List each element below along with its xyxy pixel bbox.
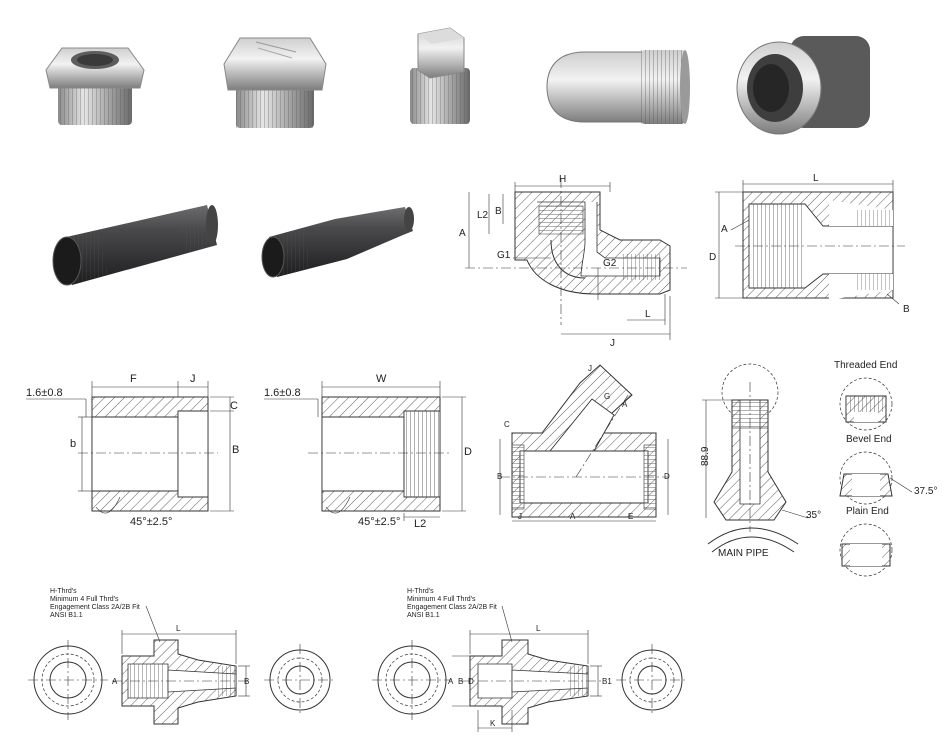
dim-angle: 45°±2.5° (358, 516, 400, 528)
pipe-nipple-photo (42, 193, 222, 293)
dim-J-bottom: J (518, 512, 522, 521)
dim-F: F (130, 373, 137, 385)
dim-C: C (504, 420, 510, 429)
swage-nipple-photo (255, 193, 435, 283)
dim-gap: 1.6±0.8 (264, 387, 301, 399)
dim-L: L (176, 624, 181, 633)
dim-gap: 1.6±0.8 (26, 387, 63, 399)
square-head-plug-photo (400, 24, 480, 129)
union-right-note: H-Thrd's Minimum 4 Full Thrd's Engagemen… (407, 588, 497, 619)
dim-angle: 45°±2.5° (130, 516, 172, 528)
lateral-tee-drawing: J G A C B D J A E (492, 355, 682, 535)
hex-head-plug-photo (220, 28, 330, 133)
dim-A: A (459, 228, 466, 239)
dim-B: B (244, 677, 249, 686)
bevel-angle: 37.5° (914, 486, 937, 497)
dim-K: K (490, 719, 496, 728)
dim-A-top: A (622, 400, 628, 409)
dim-A: A (721, 224, 728, 235)
dim-L: L (536, 624, 541, 633)
dim-J: J (610, 338, 615, 349)
dim-D: D (664, 472, 670, 481)
main-pipe-label: MAIN PIPE (718, 548, 769, 559)
dim-length: 88.9 (700, 446, 711, 466)
union-left-note: H-Thrd's Minimum 4 Full Thrd's Engagemen… (50, 588, 140, 619)
socket-coupling-drawing: F J 1.6±0.8 b C B 45°±2.5° (18, 365, 258, 535)
dim-G2: G2 (603, 258, 617, 269)
dim-L2: L2 (414, 518, 426, 530)
dim-A-bottom: A (570, 512, 576, 521)
dim-H: H (559, 174, 566, 185)
dim-L: L (813, 173, 819, 184)
dim-B: B (495, 206, 502, 217)
nipolet-drawing: 88.9 35° MAIN PIPE (698, 362, 823, 562)
dim-G: G (604, 392, 610, 401)
socket-outlet-photo (735, 30, 885, 140)
union-left-drawing: L A B (18, 605, 358, 735)
dim-J: J (588, 364, 592, 373)
dim-B1: B1 (602, 677, 612, 686)
dim-B: B (497, 472, 502, 481)
dim-B: B (903, 304, 910, 315)
dim-A: A (112, 677, 118, 686)
dim-W: W (376, 373, 387, 385)
half-coupling-drawing: W 1.6±0.8 D L2 45°±2.5° (262, 365, 482, 535)
dim-J: J (190, 373, 196, 385)
dim-B: B (232, 444, 239, 456)
dim-B: B (458, 677, 463, 686)
threaded-end-label: Threaded End (834, 360, 897, 371)
dim-b: b (70, 438, 76, 450)
dim-L2: L2 (477, 210, 489, 221)
dim-D: D (468, 677, 474, 686)
dim-C: C (230, 400, 238, 412)
dim-G1: G1 (497, 250, 511, 261)
dim-A: A (448, 677, 454, 686)
threaded-reducer-drawing: L D A B (705, 170, 925, 330)
dim-angle: 35° (806, 510, 821, 521)
hex-bushing-photo (40, 30, 150, 130)
dim-E: E (628, 512, 633, 521)
bull-plug-photo (545, 38, 690, 133)
street-elbow-drawing: H A L2 B G1 G2 L J (455, 170, 695, 350)
union-right-drawing: L A B D B1 K (362, 605, 702, 738)
bevel-end-label: Bevel End (846, 434, 892, 445)
dim-D: D (464, 446, 472, 458)
end-types-panel: Threaded End Bevel End 37.5° Plain End (826, 356, 950, 577)
plain-end-label: Plain End (846, 506, 889, 517)
dim-D: D (709, 252, 716, 263)
dim-L: L (645, 309, 651, 320)
